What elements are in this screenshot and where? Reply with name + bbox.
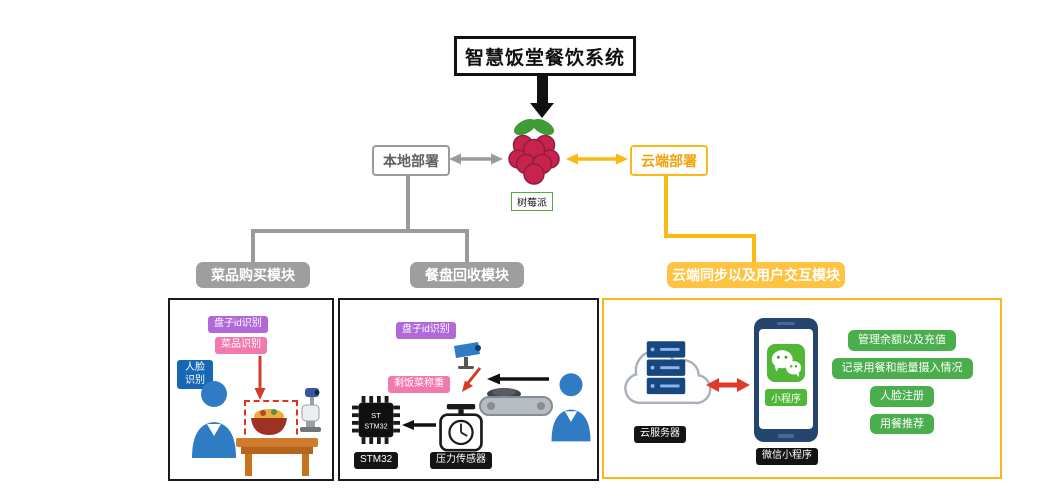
mini-program-badge: 小程序 [765, 389, 807, 406]
diner-person-icon [188, 378, 240, 463]
leftover-weighing-label: 剩饭菜称重 [388, 376, 450, 393]
scale-to-chip-arrow-icon [402, 418, 436, 436]
smartphone-icon: 小程序 [754, 318, 818, 442]
panel-tray-recycle: 盘子id识别 剩饭菜称重 [338, 298, 599, 481]
module-pill-purchase: 菜品购买模块 [196, 262, 310, 288]
red-diagonal-arrow-icon [458, 366, 484, 399]
chip-text-line2: STM32 [364, 422, 387, 431]
wechat-icon [767, 344, 805, 382]
connector-recycle-drop [465, 229, 469, 263]
module-pill-recycle: 餐盘回收模块 [410, 262, 524, 288]
return-person-icon [548, 360, 594, 457]
pressure-sensor-label: 压力传感器 [430, 452, 492, 469]
panel-dish-purchase: 盘子id识别 菜品识别 人脸识别 [168, 298, 334, 481]
pi-cloud-double-arrow-icon [566, 152, 628, 171]
phone-home-button [778, 434, 794, 438]
connector-cloud-horizontal [664, 234, 756, 238]
wechat-mini-program-label: 微信小程序 [756, 448, 818, 465]
face-recognition-label: 人脸识别 [177, 360, 213, 389]
stm32-chip-icon: ST STM32 [352, 396, 400, 449]
local-deploy-box: 本地部署 [372, 145, 450, 176]
connector-local-vertical [406, 172, 410, 233]
page-title: 智慧饭堂餐饮系统 [454, 36, 636, 76]
dish-detection-dashed-box [244, 400, 298, 444]
face-register-button: 人脸注册 [870, 385, 934, 407]
pressure-sensor-scale-icon [436, 404, 486, 457]
balance-recharge-button: 管理余额以及充值 [848, 330, 956, 351]
meal-recommend-button: 用餐推荐 [870, 413, 934, 435]
phone-screen: 小程序 [759, 329, 813, 429]
chip-text-line1: ST [371, 411, 381, 420]
connector-local-horizontal [251, 229, 469, 233]
cloud-server-icon [616, 322, 716, 427]
raspberry-pi-label: 树莓派 [511, 192, 553, 211]
server-phone-double-arrow-icon [706, 376, 750, 399]
service-robot-icon [294, 388, 324, 443]
cloud-server-label: 云服务器 [634, 426, 686, 443]
phone-speaker [777, 322, 795, 325]
connector-cloudsync-drop [752, 234, 756, 264]
title-to-pi-arrow-icon [530, 76, 554, 118]
red-down-arrow-icon [254, 356, 266, 405]
panel-cloud-interaction: 云服务器 [602, 298, 1002, 479]
person-to-belt-arrow-icon [487, 372, 549, 390]
dining-table-icon [236, 438, 318, 481]
stm32-label: STM32 [354, 452, 399, 469]
plate-id-recognition-label-2: 盘子id识别 [396, 322, 456, 339]
module-pill-cloud-sync: 云端同步以及用户交互模块 [667, 262, 845, 288]
food-bowl-icon [251, 409, 287, 435]
plate-id-recognition-label: 盘子id识别 [208, 316, 268, 333]
cloud-deploy-box: 云端部署 [630, 145, 708, 176]
function-buttons-column: 管理余额以及充值 记录用餐和能量摄入情况 人脸注册 用餐推荐 [818, 330, 986, 435]
raspberry-pi-icon [504, 114, 564, 188]
connector-cloud-vertical [664, 172, 668, 238]
local-pi-double-arrow-icon [449, 152, 503, 171]
cctv-camera-icon [452, 340, 488, 375]
meal-energy-record-button: 记录用餐和能量摄入情况 [831, 357, 973, 379]
connector-purchase-drop [251, 229, 255, 263]
dish-recognition-label: 菜品识别 [215, 337, 267, 354]
conveyor-belt-icon [478, 384, 554, 423]
